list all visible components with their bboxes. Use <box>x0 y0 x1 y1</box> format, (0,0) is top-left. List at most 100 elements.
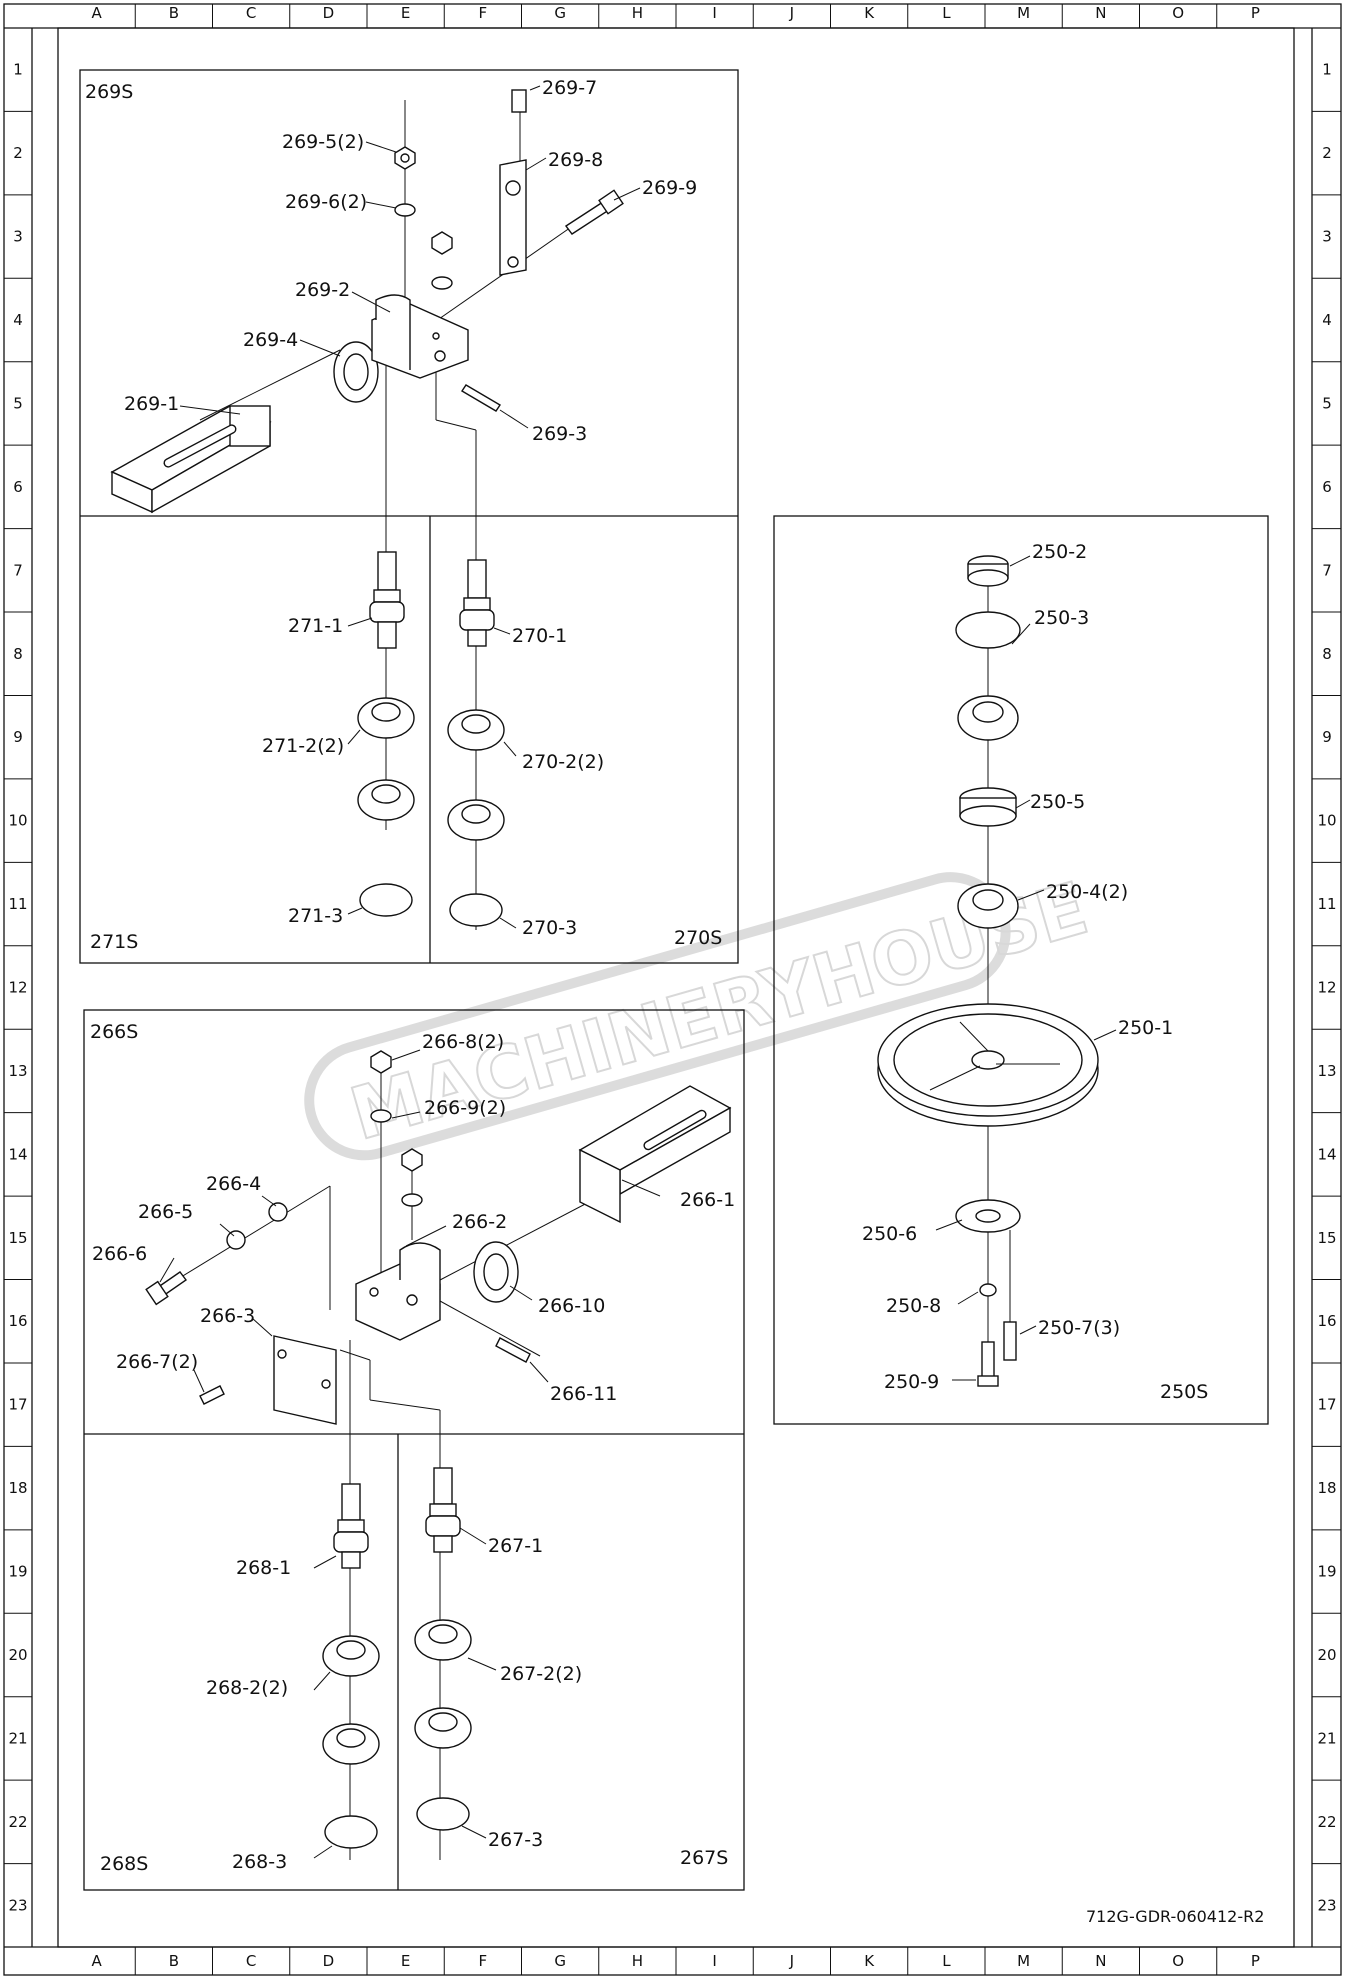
label-266-9: 266-9(2) <box>424 1097 506 1119</box>
label-271-1: 271-1 <box>288 615 343 637</box>
part-269-8-link <box>499 159 527 276</box>
grid-row-label-10-right: 10 <box>1317 812 1336 830</box>
grid-row-label-19-right: 19 <box>1317 1563 1336 1581</box>
grid-row-label-6-left: 6 <box>13 478 23 496</box>
part-250-3-circlip <box>955 611 1021 649</box>
part-269-2-bracket <box>371 294 469 379</box>
label-268-3: 268-3 <box>232 1851 287 1873</box>
part-266-10-bearing <box>473 1241 519 1303</box>
grid-col-label-E-top: E <box>401 4 410 22</box>
grid-col-label-I-bottom: I <box>712 1952 716 1970</box>
grid-col-label-H-top: H <box>632 4 643 22</box>
part-270-1-shaft <box>459 559 495 647</box>
label-250-1: 250-1 <box>1118 1017 1173 1039</box>
label-250-5: 250-5 <box>1030 791 1085 813</box>
leader-lines-269S <box>179 85 641 929</box>
part-250-2-cap <box>967 555 1009 587</box>
grid-row-label-16-left: 16 <box>8 1312 27 1330</box>
label-250-7: 250-7(3) <box>1038 1317 1120 1339</box>
grid-row-label-21-right: 21 <box>1317 1729 1336 1747</box>
label-269-1: 269-1 <box>124 393 179 415</box>
grid-col-label-C-top: C <box>246 4 256 22</box>
grid-col-label-K-bottom: K <box>864 1952 875 1970</box>
assembly-title-269S: 269S <box>85 81 133 103</box>
part-269-4-bearing <box>333 341 379 403</box>
grid-row-label-22-left: 22 <box>8 1813 27 1831</box>
part-269-5-nut <box>394 146 453 255</box>
label-270-3: 270-3 <box>522 917 577 939</box>
grid-row-label-21-left: 21 <box>8 1729 27 1747</box>
drawing-number: 712G-GDR-060412-R2 <box>1086 1907 1264 1926</box>
grid-col-label-I-top: I <box>712 4 716 22</box>
label-266-4: 266-4 <box>206 1173 261 1195</box>
grid-row-label-11-right: 11 <box>1317 895 1336 913</box>
grid-col-label-K-top: K <box>864 4 875 22</box>
grid-col-label-P-top: P <box>1251 4 1260 22</box>
grid-row-label-2-left: 2 <box>13 144 23 162</box>
panel-250S-frame <box>773 515 1269 1425</box>
grid-row-label-14-right: 14 <box>1317 1145 1336 1163</box>
grid-row-label-8-right: 8 <box>1322 645 1332 663</box>
part-266-6-screw <box>145 1271 187 1306</box>
label-271-3: 271-3 <box>288 905 343 927</box>
label-266-2: 266-2 <box>452 1211 507 1233</box>
grid-col-label-D-top: D <box>323 4 335 22</box>
part-250-1-pulley-wheel <box>877 1003 1099 1127</box>
grid-row-label-20-right: 20 <box>1317 1646 1336 1664</box>
part-269-7-setscrew <box>511 89 527 113</box>
grid-row-label-18-left: 18 <box>8 1479 27 1497</box>
grid-ticks <box>4 4 1341 1975</box>
label-270-1: 270-1 <box>512 625 567 647</box>
part-250-6-flange <box>955 1199 1021 1233</box>
grid-col-label-J-bottom: J <box>789 1952 794 1970</box>
label-269-3: 269-3 <box>532 423 587 445</box>
part-250-9-bolt <box>977 1341 999 1387</box>
grid-row-label-9-right: 9 <box>1322 728 1332 746</box>
assembly-title-266S: 266S <box>90 1021 138 1043</box>
assembly-title-268S: 268S <box>100 1853 148 1875</box>
grid-row-label-13-left: 13 <box>8 1062 27 1080</box>
grid-row-label-14-left: 14 <box>8 1145 27 1163</box>
label-250-9: 250-9 <box>884 1371 939 1393</box>
label-250-4: 250-4(2) <box>1046 881 1128 903</box>
grid-col-label-D-bottom: D <box>323 1952 335 1970</box>
grid-row-label-22-right: 22 <box>1317 1813 1336 1831</box>
label-267-2: 267-2(2) <box>500 1663 582 1685</box>
part-266-11-pin <box>495 1337 531 1363</box>
part-271-2-bearing <box>357 697 415 821</box>
assembly-266S: 266S <box>83 1009 745 1891</box>
part-266-7-screw <box>199 1385 225 1405</box>
grid-row-label-17-left: 17 <box>8 1396 27 1414</box>
part-266-5-washer <box>226 1230 246 1250</box>
label-269-9: 269-9 <box>642 177 697 199</box>
grid-row-label-12-left: 12 <box>8 979 27 997</box>
grid-col-label-B-bottom: B <box>169 1952 179 1970</box>
grid-col-label-O-top: O <box>1172 4 1184 22</box>
label-266-11: 266-11 <box>550 1383 617 1405</box>
label-270-2: 270-2(2) <box>522 751 604 773</box>
grid-row-label-19-left: 19 <box>8 1563 27 1581</box>
leader-lines-250S <box>935 555 1117 1381</box>
label-266-3: 266-3 <box>200 1305 255 1327</box>
part-269-1-slotted-bar <box>110 405 272 514</box>
grid-row-label-23-right: 23 <box>1317 1896 1336 1914</box>
leader-lines-266S <box>159 1049 661 1859</box>
assembly-title-250S: 250S <box>1160 1381 1208 1403</box>
grid-row-label-8-left: 8 <box>13 645 23 663</box>
label-267-3: 267-3 <box>488 1829 543 1851</box>
label-250-8: 250-8 <box>886 1295 941 1317</box>
grid-col-label-A-top: A <box>91 4 102 22</box>
grid-row-label-7-left: 7 <box>13 561 23 579</box>
label-269-7: 269-7 <box>542 77 597 99</box>
part-266-3-plate <box>273 1335 337 1425</box>
label-266-6: 266-6 <box>92 1243 147 1265</box>
part-266-2-bracket <box>355 1242 441 1341</box>
grid-col-label-N-top: N <box>1095 4 1106 22</box>
part-250-5-spacer <box>959 787 1017 827</box>
grid-col-label-B-top: B <box>169 4 179 22</box>
label-250-6: 250-6 <box>862 1223 917 1245</box>
grid-row-label-11-left: 11 <box>8 895 27 913</box>
grid-row-label-7-right: 7 <box>1322 561 1332 579</box>
